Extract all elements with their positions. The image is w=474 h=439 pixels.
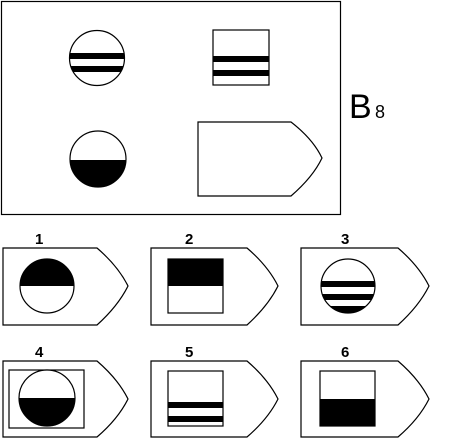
puzzle-id-letter: B [349,88,372,126]
missing-cell-slot [197,121,323,197]
answer-option-6[interactable]: 6 [300,344,430,438]
problem-matrix [0,0,342,216]
answer-option-2[interactable]: 2 [150,231,279,326]
answer-label-4: 4 [35,344,44,361]
answer-label-1: 1 [35,231,43,248]
answer-label-6: 6 [341,344,349,361]
answer-option-1[interactable]: 1 [2,231,129,326]
answer-label-3: 3 [341,231,349,248]
matrix-cell-square-two-stripes [212,29,270,86]
answer-option-3[interactable]: 3 [300,231,430,326]
answer-option-4[interactable]: 4 [2,344,129,438]
puzzle-id: B 8 [349,88,385,126]
answer-option-5[interactable]: 5 [150,344,279,438]
puzzle-id-number: 8 [375,102,385,122]
answer-label-5: 5 [185,344,193,361]
matrix-cell-circle-two-stripes [68,29,126,87]
answer-label-2: 2 [185,231,193,248]
